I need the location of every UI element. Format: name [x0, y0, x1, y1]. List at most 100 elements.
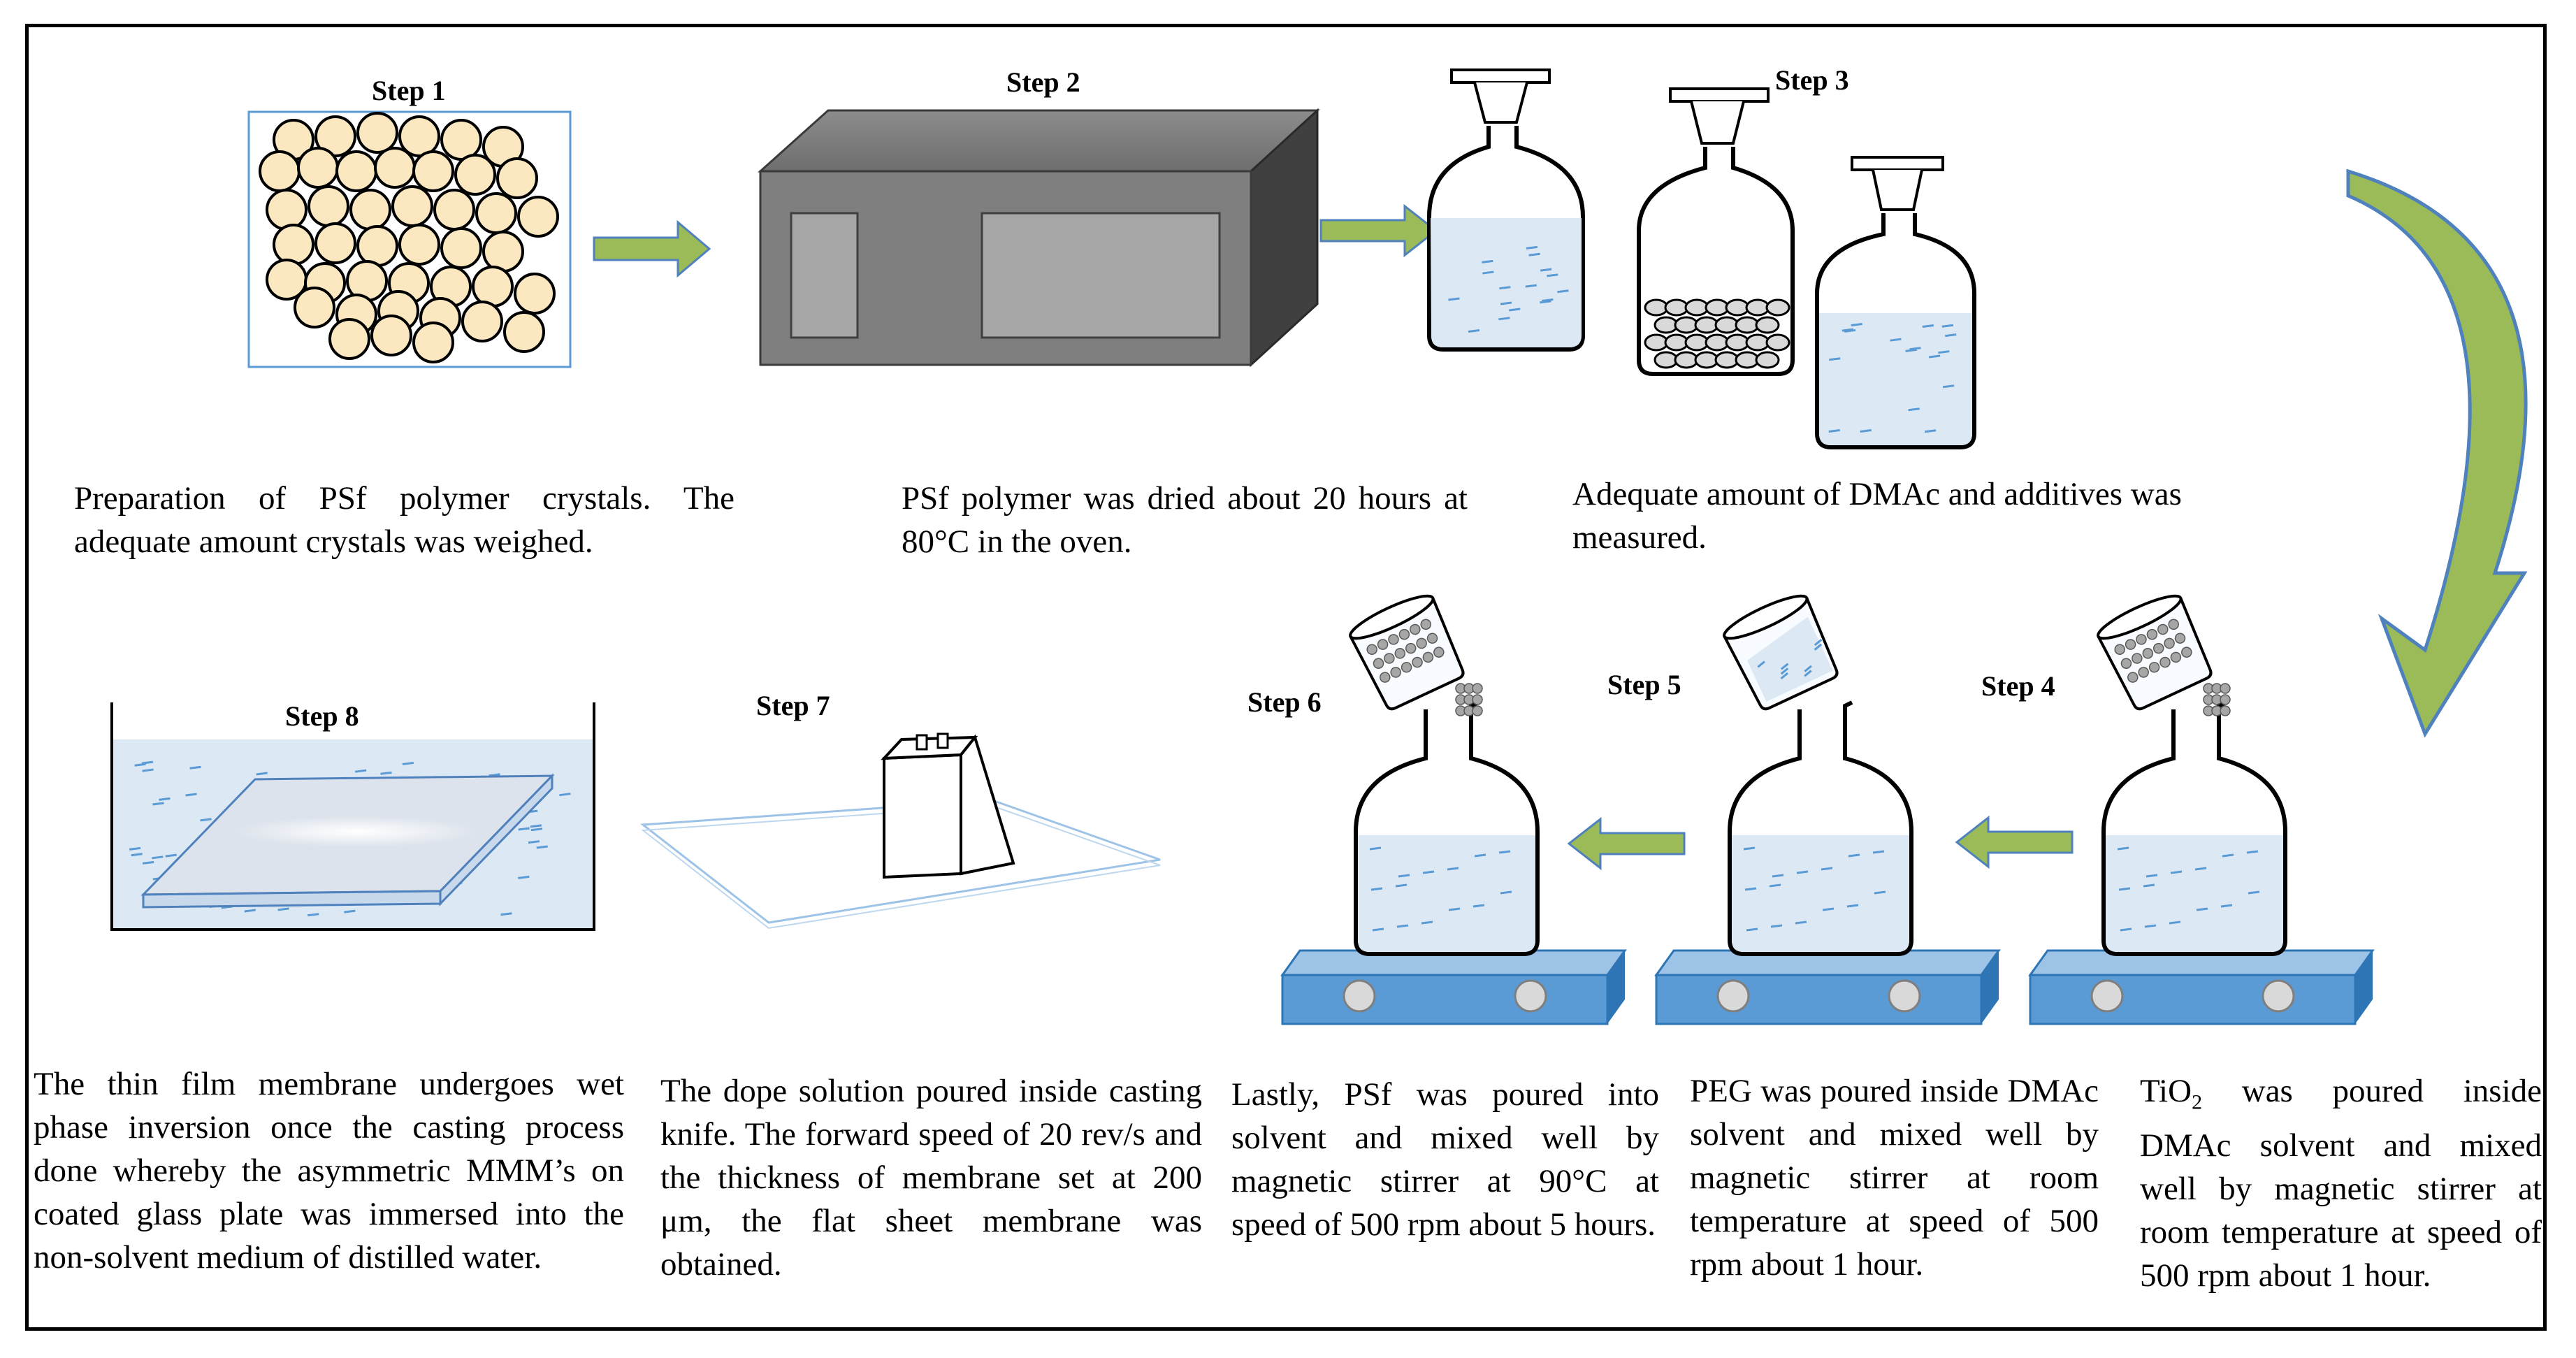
liquid-dash	[1448, 907, 1461, 911]
liquid-dash	[1468, 329, 1480, 333]
liquid-dash	[152, 855, 164, 860]
liquid-dash	[1796, 870, 1809, 874]
liquid-dash	[142, 768, 154, 772]
liquid-dash	[1844, 328, 1856, 333]
pouring-beaker	[1723, 594, 1839, 711]
liquid-dash	[2222, 853, 2234, 858]
step-3-description: Adequate amount of DMAc and additives wa…	[1572, 476, 2182, 556]
pebble	[1714, 316, 1739, 334]
falling-particle	[2220, 694, 2231, 705]
psf-crystals	[259, 112, 559, 363]
liquid-dash	[2220, 904, 2233, 908]
crystal	[266, 189, 307, 231]
crystal	[472, 266, 514, 308]
step-1-description: Preparation of PSf polymer crystals. The…	[74, 480, 735, 560]
stirrer-plate	[2029, 974, 2357, 1025]
bottle-crystals	[1637, 87, 1795, 376]
step-4-description-subscript: 2	[2192, 1090, 2203, 1114]
crystal	[398, 224, 440, 266]
liquid-dash	[1928, 354, 1941, 359]
stirrer-plate	[1655, 974, 1983, 1025]
liquid-dash	[1846, 904, 1859, 908]
pebble	[1725, 333, 1750, 352]
crystal	[503, 311, 545, 353]
liquid-dash	[1499, 286, 1511, 290]
stirrer-knob	[1343, 979, 1376, 1013]
liquid-dash	[1528, 252, 1540, 257]
liquid-dash	[1526, 245, 1538, 250]
liquid-dash	[1547, 273, 1558, 277]
liquid-dash	[1500, 890, 1512, 895]
liquid-dash	[2118, 887, 2131, 891]
liquid-dash	[277, 907, 289, 911]
casting-knife	[639, 732, 1161, 930]
pebble	[1755, 351, 1780, 369]
step-6-stirrer-station	[1280, 594, 1627, 1025]
pebble	[1765, 333, 1790, 352]
crystal	[273, 224, 314, 266]
liquid-dash	[380, 771, 392, 775]
liquid-dash	[1448, 297, 1460, 301]
liquid-dash	[2169, 920, 2181, 925]
bottle-liquid-2	[1815, 156, 1976, 449]
liquid-dash	[2196, 907, 2208, 911]
liquid-dash	[530, 824, 542, 828]
liquid-dash	[1924, 429, 1937, 433]
crystal	[454, 154, 496, 196]
liquid-dash	[536, 845, 548, 849]
liquid-dash	[1744, 887, 1757, 891]
pebble	[1745, 333, 1770, 352]
crystal	[314, 115, 356, 157]
liquid-dash	[165, 853, 177, 858]
liquid-dash	[518, 827, 530, 831]
liquid-dash	[1746, 927, 1758, 932]
arrow-step1-to-step2	[593, 219, 711, 278]
crystal	[391, 185, 433, 227]
step-7-label: Step 7	[756, 690, 830, 721]
liquid-dash	[1909, 347, 1921, 351]
liquid-dash	[1938, 350, 1950, 354]
liquid-dash	[2144, 924, 2157, 928]
mixing-liquid	[1732, 835, 1909, 952]
pouring-beaker	[2097, 594, 2213, 711]
arrow-step4-to-step5	[1955, 815, 2074, 869]
stirrer-side	[1607, 951, 1625, 1024]
oven-door-small	[790, 212, 859, 339]
step-1-label: Step 1	[372, 75, 446, 106]
liquid-dash	[2120, 927, 2132, 932]
crystal	[356, 112, 398, 154]
pebble	[1694, 316, 1719, 334]
crystals-box	[247, 110, 572, 368]
crystal	[349, 189, 391, 231]
liquid-dash	[500, 912, 512, 916]
liquid-dash	[344, 909, 356, 913]
liquid-dash	[1829, 357, 1841, 361]
liquid-dash	[1482, 259, 1493, 263]
liquid-dash	[1945, 333, 1957, 338]
liquid-dash	[159, 797, 171, 801]
pebble	[1654, 351, 1679, 369]
liquid-dash	[129, 846, 141, 851]
liquid-dash	[142, 860, 154, 865]
liquid-dash	[1841, 328, 1854, 332]
liquid-dash	[354, 769, 367, 773]
falling-particle	[2220, 683, 2231, 694]
step-4-label: Step 4	[1981, 670, 2055, 702]
liquid-dash	[1905, 348, 1917, 352]
liquid-dash	[1874, 890, 1886, 895]
crystal	[307, 185, 349, 227]
crystal	[297, 147, 339, 189]
liquid-dash	[1396, 924, 1409, 928]
liquid-dash	[1860, 429, 1872, 433]
pebble	[1664, 333, 1689, 352]
pebble	[1674, 316, 1699, 334]
liquid-dash	[1498, 850, 1511, 854]
oven-window	[981, 212, 1221, 339]
falling-particle	[1472, 683, 1483, 694]
liquid-dash	[2194, 867, 2207, 871]
pouring-beaker	[1349, 594, 1465, 711]
step-4-stirrer-station	[2028, 594, 2375, 1025]
crystal	[356, 225, 398, 267]
pebble	[1684, 298, 1709, 317]
liquid-dash	[402, 761, 414, 765]
